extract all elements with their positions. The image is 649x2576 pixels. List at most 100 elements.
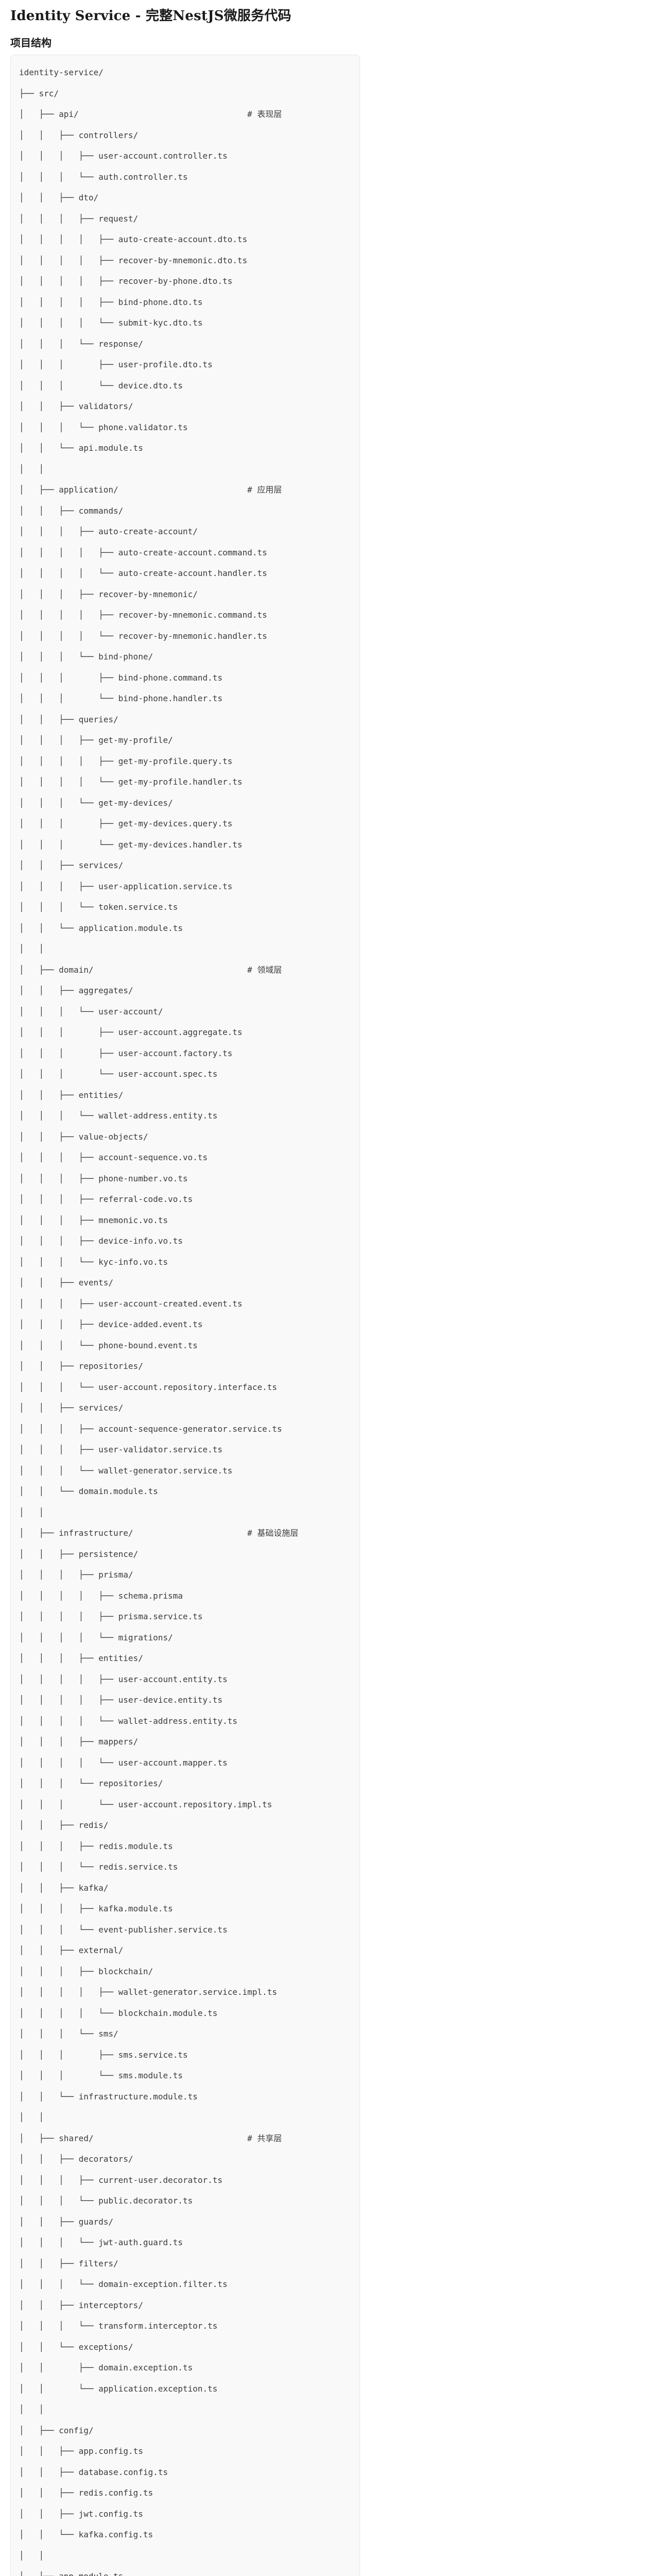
tree-line-text: │ │ xyxy=(19,1507,44,1517)
tree-line-text: │ │ │ ├── account-sequence-generator.ser… xyxy=(19,1423,282,1434)
tree-line-text: │ │ │ ├── account-sequence.vo.ts xyxy=(19,1153,208,1162)
tree-line: │ │ xyxy=(19,459,351,480)
tree-line-text: │ │ ├── domain.exception.ts xyxy=(19,2363,193,2372)
tree-line: │ │ │ ├── kafka.module.ts xyxy=(19,1899,351,1920)
tree-line: │ │ ├── decorators/ xyxy=(19,2149,351,2170)
tree-line: │ ├── domain/# 领域层 xyxy=(19,960,351,981)
tree-line: │ │ ├── events/ xyxy=(19,1273,351,1294)
tree-line: │ │ ├── services/ xyxy=(19,1398,351,1419)
tree-line: │ │ │ └── phone-bound.event.ts xyxy=(19,1335,351,1357)
tree-line: │ │ ├── persistence/ xyxy=(19,1544,351,1565)
tree-line-text: │ │ ├── decorators/ xyxy=(19,2154,133,2164)
tree-line-text: │ │ │ └── redis.service.ts xyxy=(19,1862,178,1872)
tree-line: │ │ │ └── auth.controller.ts xyxy=(19,167,351,188)
tree-line-text: │ │ ├── value-objects/ xyxy=(19,1131,148,1142)
tree-line: │ │ ├── entities/ xyxy=(19,1085,351,1106)
tree-line-text: │ ├── infrastructure/ xyxy=(19,1528,133,1538)
tree-line-text: │ │ ├── filters/ xyxy=(19,2258,118,2268)
tree-line-text: identity-service/ xyxy=(19,67,104,77)
tree-line: │ │ │ ├── user-application.service.ts xyxy=(19,876,351,897)
tree-line-text: │ │ ├── controllers/ xyxy=(19,130,139,140)
tree-line: │ │ ├── database.config.ts xyxy=(19,2462,351,2483)
tree-line-text: │ │ │ ├── bind-phone.command.ts xyxy=(19,672,223,683)
tree-line-text: │ │ │ └── wallet-generator.service.ts xyxy=(19,1465,233,1476)
tree-line-text: │ │ └── application.module.ts xyxy=(19,923,183,933)
tree-line: │ │ │ │ └── wallet-address.entity.ts xyxy=(19,1711,351,1732)
tree-line-text: │ │ │ ├── user-account.aggregate.ts xyxy=(19,1027,243,1037)
tree-line: │ │ │ ├── user-validator.service.ts xyxy=(19,1439,351,1461)
tree-line: │ │ │ └── bind-phone.handler.ts xyxy=(19,688,351,709)
tree-line-text: │ │ │ │ ├── bind-phone.dto.ts xyxy=(19,297,203,307)
tree-line-text: │ │ ├── queries/ xyxy=(19,714,118,724)
tree-line-text: │ │ │ ├── user-account.factory.ts xyxy=(19,1048,233,1058)
page-title: Identity Service - 完整NestJS微服务代码 xyxy=(10,8,292,24)
tree-line-text: │ │ └── application.exception.ts xyxy=(19,2383,218,2394)
tree-line-text: │ │ │ │ ├── prisma.service.ts xyxy=(19,1612,203,1621)
tree-line: │ │ └── domain.module.ts xyxy=(19,1481,351,1502)
tree-line-text: ├── src/ xyxy=(19,88,59,98)
tree-line: │ │ xyxy=(19,939,351,960)
tree-line: │ ├── shared/# 共享层 xyxy=(19,2128,351,2149)
tree-line-text: │ ├── config/ xyxy=(19,2425,94,2435)
tree-line: │ │ │ ├── auto-create-account/ xyxy=(19,521,351,543)
tree-line-text: │ │ │ └── kyc-info.vo.ts xyxy=(19,1257,168,1267)
tree-line-text: │ │ │ ├── user-profile.dto.ts xyxy=(19,360,213,369)
tree-line: │ │ │ └── get-my-devices/ xyxy=(19,793,351,814)
tree-line: │ │ │ ├── user-profile.dto.ts xyxy=(19,354,351,376)
tree-line: │ │ │ ├── recover-by-mnemonic/ xyxy=(19,584,351,605)
tree-line: │ │ └── application.module.ts xyxy=(19,918,351,939)
tree-line-comment: # 应用层 xyxy=(247,485,282,495)
tree-line: │ │ │ │ └── migrations/ xyxy=(19,1628,351,1649)
tree-line: │ │ │ ├── bind-phone.command.ts xyxy=(19,668,351,689)
tree-line: │ │ │ └── sms/ xyxy=(19,2024,351,2045)
tree-line: │ │ │ │ └── recover-by-mnemonic.handler.… xyxy=(19,626,351,647)
tree-line: │ │ │ │ └── blockchain.module.ts xyxy=(19,2003,351,2024)
tree-line-text: │ │ ├── redis.config.ts xyxy=(19,2488,153,2498)
tree-line: │ │ ├── jwt.config.ts xyxy=(19,2504,351,2525)
tree-line-text: │ │ │ │ ├── user-device.entity.ts xyxy=(19,1695,223,1705)
tree-line: │ │ │ │ ├── get-my-profile.query.ts xyxy=(19,751,351,772)
tree-line-text: │ │ │ ├── current-user.decorator.ts xyxy=(19,2175,223,2185)
tree-line-text: │ │ │ ├── user-account-created.event.ts xyxy=(19,1298,243,1309)
tree-line-text: │ │ xyxy=(19,2112,44,2122)
tree-line-text: │ │ │ └── token.service.ts xyxy=(19,902,178,912)
tree-line: │ │ └── application.exception.ts xyxy=(19,2379,351,2400)
tree-line: │ │ │ └── user-account.repository.interf… xyxy=(19,1377,351,1398)
tree-line: │ │ │ └── repositories/ xyxy=(19,1773,351,1794)
tree-line: │ │ │ │ ├── auto-create-account.command.… xyxy=(19,543,351,564)
tree-line: │ ├── app.module.ts xyxy=(19,2566,351,2576)
tree-line: │ │ ├── dto/ xyxy=(19,188,351,209)
code-block: identity-service/├── src/│ ├── api/# 表现层… xyxy=(10,55,360,2576)
project-tree: identity-service/├── src/│ ├── api/# 表现层… xyxy=(19,62,351,2576)
tree-line: │ │ │ │ ├── prisma.service.ts xyxy=(19,1606,351,1628)
tree-line: │ │ ├── commands/ xyxy=(19,501,351,522)
tree-line-text: │ │ │ ├── phone-number.vo.ts xyxy=(19,1173,188,1183)
tree-line: │ │ │ │ └── submit-kyc.dto.ts xyxy=(19,313,351,334)
tree-line: │ │ │ ├── mappers/ xyxy=(19,1732,351,1753)
tree-line: │ │ │ │ ├── recover-by-mnemonic.command.… xyxy=(19,605,351,626)
tree-line: │ │ │ ├── user-account.controller.ts xyxy=(19,146,351,167)
tree-line-text: │ │ ├── redis/ xyxy=(19,1820,109,1830)
tree-line-text: │ │ │ ├── user-validator.service.ts xyxy=(19,1445,223,1454)
tree-line-text: │ │ ├── services/ xyxy=(19,860,124,870)
tree-line: │ │ │ ├── blockchain/ xyxy=(19,1961,351,1982)
tree-line-text: │ │ │ ├── user-account.controller.ts xyxy=(19,151,228,161)
tree-line-text: │ ├── application/ xyxy=(19,485,118,495)
tree-line-text: │ │ │ │ ├── auto-create-account.command.… xyxy=(19,547,267,557)
tree-line-text: │ │ │ │ ├── wallet-generator.service.imp… xyxy=(19,1987,277,1997)
tree-line: │ │ │ ├── account-sequence.vo.ts xyxy=(19,1147,351,1168)
tree-line-text: │ │ xyxy=(19,464,44,474)
tree-line-text: │ │ │ ├── redis.module.ts xyxy=(19,1841,173,1851)
tree-line-text: │ │ │ ├── get-my-profile/ xyxy=(19,735,173,745)
tree-line-text: │ │ │ ├── entities/ xyxy=(19,1653,143,1663)
tree-line-text: │ │ ├── dto/ xyxy=(19,193,99,202)
tree-line: │ │ ├── redis/ xyxy=(19,1815,351,1836)
tree-line: │ │ │ └── domain-exception.filter.ts xyxy=(19,2274,351,2295)
tree-line: │ │ ├── guards/ xyxy=(19,2212,351,2233)
tree-line: │ │ xyxy=(19,2107,351,2128)
tree-line-text: │ │ │ │ ├── schema.prisma xyxy=(19,1590,183,1601)
tree-line: │ │ │ └── wallet-generator.service.ts xyxy=(19,1461,351,1482)
tree-line: identity-service/ xyxy=(19,62,351,83)
tree-line-text: │ │ └── domain.module.ts xyxy=(19,1486,158,1496)
tree-line: │ │ │ ├── redis.module.ts xyxy=(19,1836,351,1857)
